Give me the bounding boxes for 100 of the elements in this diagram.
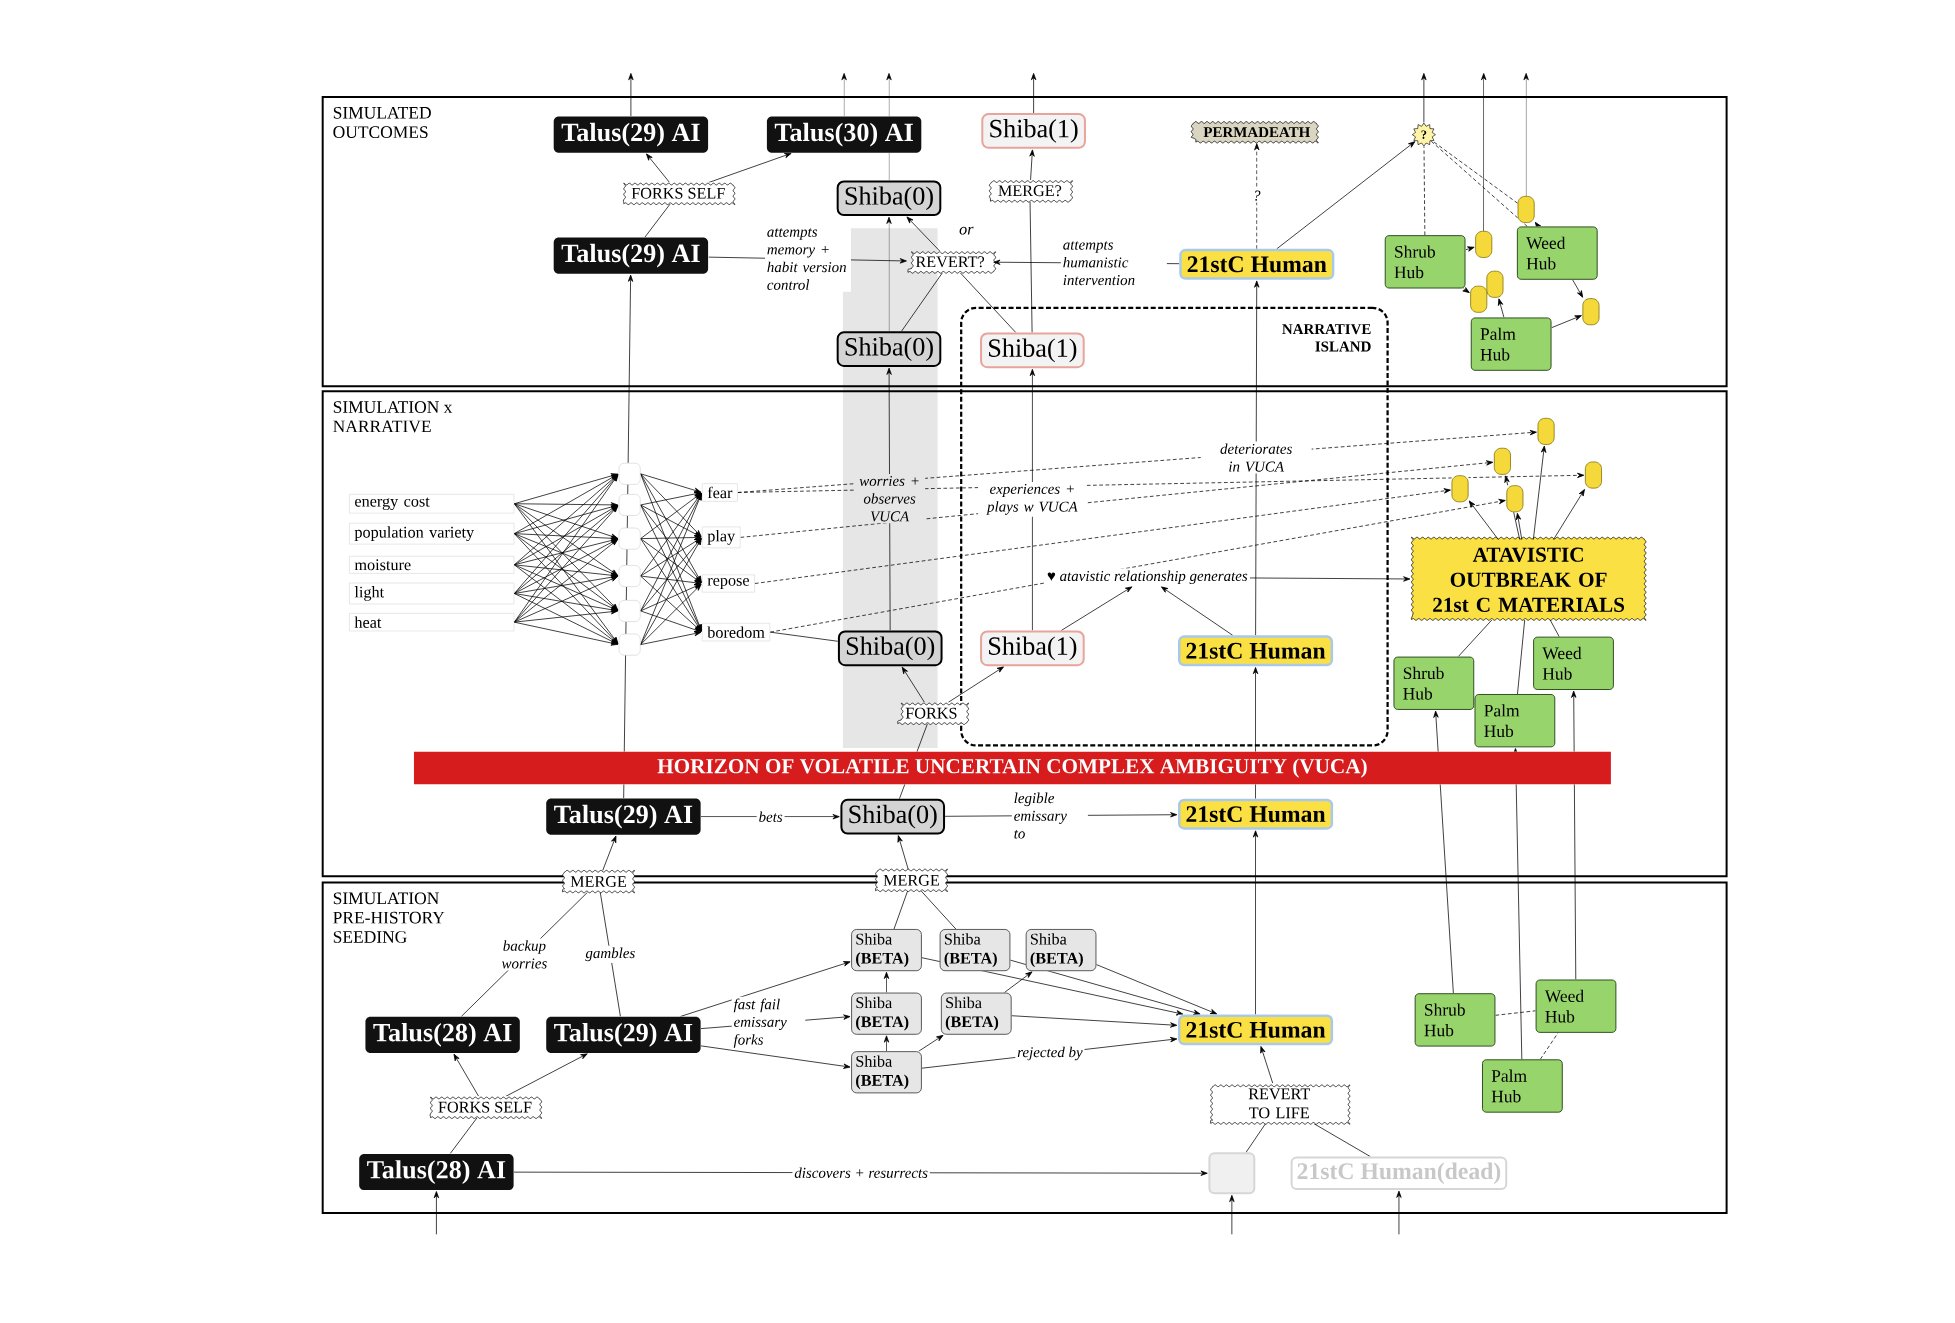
connector	[899, 723, 928, 799]
hub-box: Palm Hub	[1474, 694, 1556, 748]
agent-box: Shiba(0)	[836, 331, 942, 368]
arrow	[513, 503, 619, 576]
edge-label: backup worries	[491, 938, 558, 971]
beta-box: Shiba (BETA)	[851, 929, 922, 972]
edge-label: bets	[756, 809, 785, 824]
arrow	[901, 666, 925, 703]
arrow	[1249, 576, 1411, 582]
arrow	[602, 835, 617, 871]
arrow	[1433, 710, 1454, 994]
arrow	[513, 593, 618, 613]
agent-box: Talus(29) AI	[553, 116, 709, 153]
arrow	[513, 576, 619, 623]
node-capsule	[1470, 285, 1488, 313]
connector	[449, 1118, 478, 1154]
agent-box: Shiba(1)	[980, 332, 1085, 369]
arrow	[433, 1191, 440, 1235]
hidden-node	[618, 600, 641, 622]
arrow	[1532, 445, 1547, 540]
hub-box: Palm Hub	[1470, 317, 1552, 371]
agent-box: Shiba(1)	[980, 630, 1085, 667]
arrow	[1260, 1046, 1274, 1084]
arrow	[1462, 286, 1470, 294]
arrow	[513, 564, 618, 578]
feeling-label: fear	[701, 483, 738, 502]
arrow	[640, 491, 702, 506]
arrow	[513, 593, 619, 645]
factor-label: heat	[349, 613, 515, 632]
connector	[769, 631, 839, 642]
agent-box: Shiba(1)	[981, 113, 1086, 149]
hub-box: Shrub Hub	[1414, 993, 1496, 1047]
arrow	[1060, 586, 1133, 631]
connector	[1245, 1123, 1266, 1153]
node-capsule	[1582, 298, 1600, 326]
outbreak-box: ATAVISTIC OUTBREAK OF 21st C MATERIALS	[1411, 536, 1647, 621]
edge-label: attempts humanistic intervention	[1060, 239, 1167, 288]
beta-box: Shiba (BETA)	[940, 992, 1012, 1035]
feeling-label: repose	[701, 574, 755, 593]
arrow	[754, 488, 1451, 584]
arrow	[513, 473, 618, 505]
hub-box: Weed Hub	[1516, 226, 1598, 280]
arrow	[1096, 964, 1218, 1015]
placeholder-box	[1208, 1152, 1256, 1195]
node-capsule	[1493, 447, 1511, 475]
hidden-node	[618, 462, 641, 485]
arrow	[640, 534, 702, 541]
connector	[1517, 619, 1526, 695]
arrow	[1252, 830, 1259, 1015]
arrow	[1011, 1015, 1178, 1028]
hub-box: Shrub Hub	[1393, 656, 1475, 710]
arrow	[708, 153, 792, 183]
hidden-node	[618, 565, 641, 588]
factor-label: moisture	[349, 556, 515, 574]
feeling-label: boredom	[701, 623, 771, 642]
arrow	[513, 533, 619, 577]
hidden-node	[618, 494, 641, 516]
arrow	[640, 610, 702, 633]
arrow	[513, 474, 619, 594]
arrow	[640, 631, 702, 646]
arrow	[505, 1053, 588, 1097]
connector	[1549, 619, 1560, 637]
arrow	[513, 564, 619, 645]
connector	[1313, 1123, 1371, 1157]
edge-label: worries + observes VUCA	[854, 474, 926, 524]
edge-label: deteriorates in VUCA	[1200, 441, 1312, 474]
arrow	[1254, 143, 1260, 249]
arrow	[640, 504, 702, 584]
factor-label: light	[349, 582, 515, 605]
action-tag: FORKS	[897, 702, 969, 725]
arrow	[1229, 1195, 1235, 1235]
edge-label: discovers + resurrects	[792, 1165, 930, 1180]
agent-box: Shiba(0)	[840, 798, 946, 835]
action-tag: MERGE?	[989, 180, 1073, 203]
arrow	[640, 537, 702, 577]
action-tag: REVERT TO LIFE	[1210, 1084, 1351, 1125]
agent-box: Talus(28) AI	[365, 1016, 520, 1054]
arrow	[897, 835, 909, 870]
arrow	[1504, 475, 1521, 540]
action-tag: FORKS SELF	[429, 1096, 542, 1119]
arrow	[513, 609, 618, 623]
arrow	[947, 666, 1004, 703]
arrow	[640, 493, 702, 577]
edge-label: gambles	[583, 945, 638, 964]
arrow	[1465, 246, 1475, 252]
edge-label: attempts memory + habit version control	[764, 226, 851, 292]
question-burst: ?	[1411, 122, 1436, 147]
agent-box: Talus(29) AI	[553, 237, 709, 274]
connector	[893, 891, 908, 930]
arrow	[640, 584, 702, 646]
outcome-tag: PERMADEATH	[1190, 121, 1319, 144]
arrow	[1553, 489, 1585, 540]
arrow	[513, 574, 618, 594]
node-capsule	[1486, 270, 1504, 298]
connector	[1432, 140, 1518, 204]
arrow	[1497, 298, 1505, 318]
arrow	[513, 505, 619, 594]
arrow	[1029, 149, 1035, 180]
connector	[959, 272, 1017, 333]
arrow	[921, 957, 1184, 1016]
